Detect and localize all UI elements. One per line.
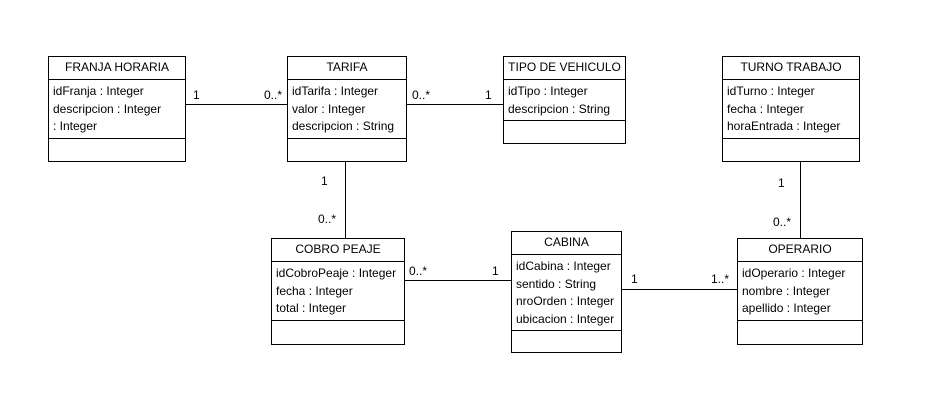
class-title: COBRO PEAJE xyxy=(272,239,404,262)
attribute: valor : Integer xyxy=(292,101,366,116)
attribute: descripcion : String xyxy=(292,119,395,133)
attribute: sentido : String xyxy=(516,276,597,291)
class-operations xyxy=(288,139,406,162)
attribute: idCobroPeaje : Integer xyxy=(276,266,397,280)
class-attributes: idFranja : Integer descripcion : Integer… xyxy=(49,80,185,139)
multiplicity-operario-side: 1..* xyxy=(711,272,730,286)
attribute: descripcion : String xyxy=(508,101,611,116)
class-title: FRANJA HORARIA xyxy=(49,57,185,80)
class-operario[interactable]: OPERARIO idOperario : Integer nombre : I… xyxy=(737,238,863,345)
class-operations xyxy=(738,321,862,345)
attribute: descripcion : Integer xyxy=(53,101,162,116)
class-attributes: idCabina : Integer sentido : String nroO… xyxy=(512,255,621,331)
class-operations xyxy=(723,139,859,162)
attribute: idCabina : Integer xyxy=(516,259,611,273)
attribute: nombre : Integer xyxy=(742,283,831,298)
attribute: horaEntrada : Integer xyxy=(727,119,841,133)
attribute: ubicacion : Integer xyxy=(516,311,615,326)
class-cabina[interactable]: CABINA idCabina : Integer sentido : Stri… xyxy=(511,231,622,353)
multiplicity-tarifa-side: 1 xyxy=(321,174,328,188)
class-operations xyxy=(272,321,404,345)
attribute: idTarifa : Integer xyxy=(292,84,379,98)
multiplicity-cabina-side: 1 xyxy=(631,272,638,286)
multiplicity-tarifa-side: 0..* xyxy=(264,88,283,102)
class-tarifa[interactable]: TARIFA idTarifa : Integer valor : Intege… xyxy=(287,56,407,162)
class-turno-trabajo[interactable]: TURNO TRABAJO idTurno : Integer fecha : … xyxy=(722,56,860,162)
class-tipo-de-vehiculo[interactable]: TIPO DE VEHICULO idTipo : Integer descri… xyxy=(503,56,626,144)
class-title: TARIFA xyxy=(288,57,406,80)
class-title: CABINA xyxy=(512,232,621,255)
attribute: idTipo : Integer xyxy=(508,84,588,98)
multiplicity-operario-side: 0..* xyxy=(773,215,792,229)
class-attributes: idTarifa : Integer valor : Integer descr… xyxy=(288,80,406,139)
multiplicity-tipo-side: 1 xyxy=(485,88,492,102)
multiplicity-cobro-side: 0..* xyxy=(409,264,428,278)
attribute: idTurno : Integer xyxy=(727,84,815,98)
attribute: apellido : Integer xyxy=(742,301,831,315)
multiplicity-turno-side: 1 xyxy=(778,176,785,190)
class-title: OPERARIO xyxy=(738,239,862,262)
multiplicity-tarifa-side: 0..* xyxy=(412,88,431,102)
attribute: nroOrden : Integer xyxy=(516,294,615,308)
class-cobro-peaje[interactable]: COBRO PEAJE idCobroPeaje : Integer fecha… xyxy=(271,238,405,345)
class-attributes: idTurno : Integer fecha : Integer horaEn… xyxy=(723,80,859,139)
multiplicity-cabina-side: 1 xyxy=(492,264,499,278)
class-attributes: idTipo : Integer descripcion : String xyxy=(504,80,625,121)
class-attributes: idCobroPeaje : Integer fecha : Integer t… xyxy=(272,262,404,321)
class-operations xyxy=(49,139,185,162)
attribute: : Integer xyxy=(53,119,98,133)
attribute: fecha : Integer xyxy=(276,283,353,298)
multiplicity-franja-side: 1 xyxy=(193,88,200,102)
multiplicity-cobro-side: 0..* xyxy=(318,212,337,226)
attribute: idFranja : Integer xyxy=(53,84,144,98)
attribute: idOperario : Integer xyxy=(742,266,846,280)
class-attributes: idOperario : Integer nombre : Integer ap… xyxy=(738,262,862,321)
class-operations xyxy=(504,121,625,143)
class-title: TIPO DE VEHICULO xyxy=(504,57,625,80)
class-franja-horaria[interactable]: FRANJA HORARIA idFranja : Integer descri… xyxy=(48,56,186,162)
attribute: total : Integer xyxy=(276,301,347,315)
class-operations xyxy=(512,331,621,352)
class-title: TURNO TRABAJO xyxy=(723,57,859,80)
attribute: fecha : Integer xyxy=(727,101,804,116)
